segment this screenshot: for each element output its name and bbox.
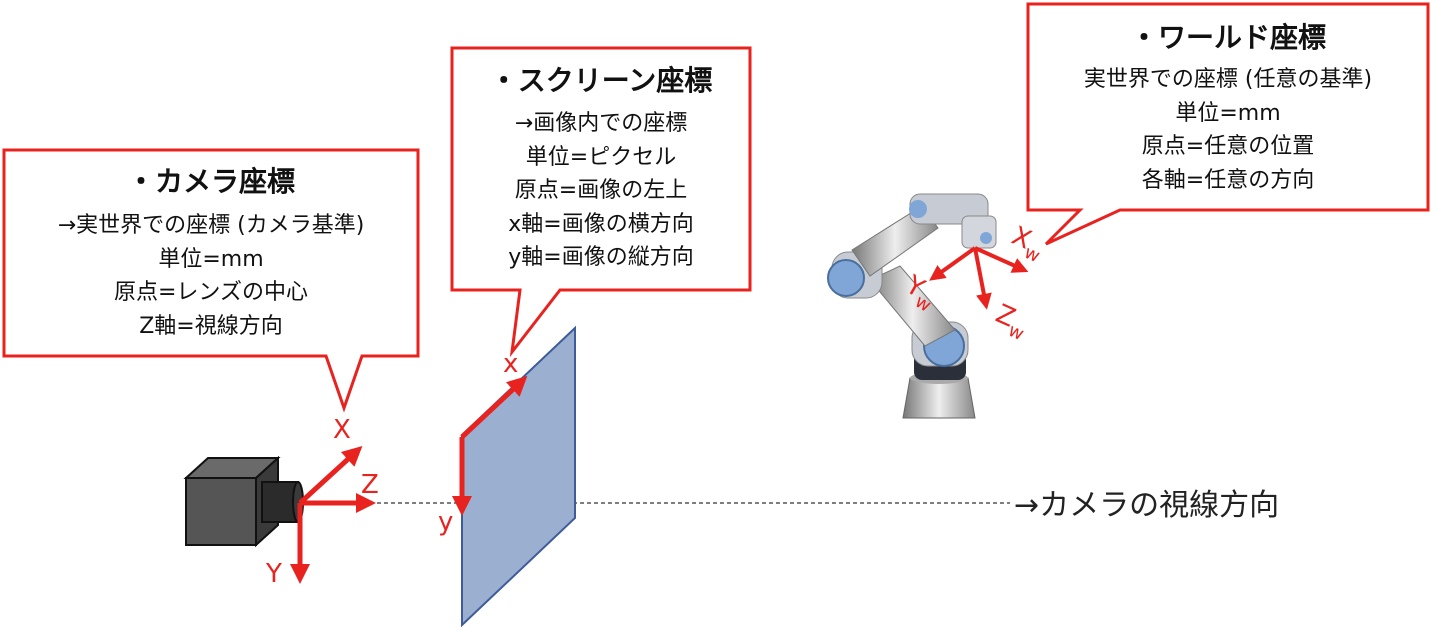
robot-arm-icon xyxy=(827,193,997,419)
camera-x-axis xyxy=(298,445,363,505)
camera-x-label: X xyxy=(333,415,351,445)
camera-callout-title: ・カメラ座標 xyxy=(127,165,295,198)
world-callout-line: 各軸=任意の方向 xyxy=(1142,168,1314,193)
screen-callout-line: 単位=ピクセル xyxy=(526,145,676,170)
world-callout: ・ワールド座標 実世界での座標 (任意の基準) 単位=mm 原点=任意の位置 各… xyxy=(1026,2,1430,246)
sightline-label: →カメラの視線方向 xyxy=(1014,488,1279,523)
screen-callout-line: →画像内での座標 xyxy=(515,111,687,136)
world-callout-line: 実世界での座標 (任意の基準) xyxy=(1084,67,1372,92)
world-x-label: Xw xyxy=(1005,221,1049,267)
world-callout-line: 単位=mm xyxy=(1175,101,1280,126)
camera-callout: ・カメラ座標 →実世界での座標 (カメラ基準) 単位=mm 原点=レンズの中心 … xyxy=(2,148,420,413)
camera-callout-line: →実世界での座標 (カメラ基準) xyxy=(58,213,365,238)
world-callout-line: 原点=任意の位置 xyxy=(1142,134,1314,159)
screen-x-axis xyxy=(460,375,528,439)
camera-callout-line: Z軸=視線方向 xyxy=(139,314,283,339)
camera-callout-line: 原点=レンズの中心 xyxy=(114,280,308,305)
screen-plane xyxy=(461,325,576,627)
screen-callout-line: 原点=画像の左上 xyxy=(515,178,687,203)
screen-x-label: x xyxy=(503,349,518,379)
world-callout-title: ・ワールド座標 xyxy=(1130,21,1326,54)
world-y-axis xyxy=(929,246,977,281)
screen-callout-title: ・スクリーン座標 xyxy=(490,64,713,97)
camera-callout-line: 単位=mm xyxy=(158,247,263,272)
camera-y-label: Y xyxy=(265,559,282,589)
camera-icon xyxy=(183,455,304,548)
camera-z-label: Z xyxy=(361,470,379,500)
screen-callout-line: y軸=画像の縦方向 xyxy=(508,245,693,270)
world-z-axis xyxy=(973,247,992,310)
world-x-axis xyxy=(974,246,1029,273)
world-z-label: Zw xyxy=(989,299,1033,345)
screen-callout-line: x軸=画像の横方向 xyxy=(508,212,693,237)
screen-y-label: y xyxy=(438,507,453,537)
screen-callout: ・スクリーン座標 →画像内での座標 単位=ピクセル 原点=画像の左上 x軸=画像… xyxy=(450,46,752,358)
